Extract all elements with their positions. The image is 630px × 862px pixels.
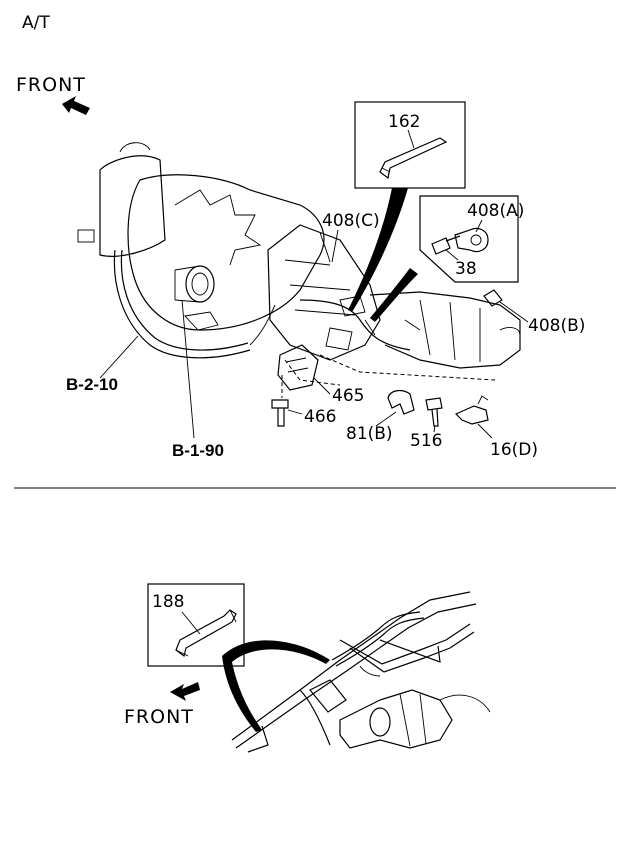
leader-16d [477, 423, 493, 439]
callout-408a: 408(A) [467, 201, 524, 221]
callout-465: 465 [332, 386, 364, 406]
callout-38: 38 [455, 259, 477, 279]
pointer-wedge-162 [348, 188, 408, 312]
clip-part-16d [454, 405, 489, 425]
callout-box-408a [370, 195, 519, 322]
callout-box-188 [147, 583, 245, 667]
tie-strap-part [379, 137, 448, 180]
callout-162: 162 [388, 112, 420, 132]
callout-188: 188 [152, 592, 184, 612]
reference-b-2-10: B-2-10 [66, 375, 118, 394]
leader-465 [313, 377, 331, 395]
bracket-part-188 [175, 609, 237, 658]
callout-408c: 408(C) [322, 211, 380, 231]
leader-516 [433, 425, 436, 433]
leader-38 [445, 249, 459, 261]
top-diagram: FRONT [16, 74, 585, 460]
clamp-part-408b [483, 289, 503, 307]
callout-16d: 16(D) [490, 440, 538, 460]
pointer-wedge-408a [370, 268, 418, 322]
callout-box-162 [348, 101, 466, 312]
reference-b-1-90: B-1-90 [172, 441, 224, 460]
front-direction-label: FRONT [16, 74, 86, 96]
front-arrow-icon [62, 96, 90, 115]
engine-assembly [77, 142, 521, 386]
leader-408a [475, 219, 483, 233]
clamp-part-408a [454, 227, 489, 253]
callout-81b: 81(B) [346, 424, 393, 444]
bottom-diagram: 188 FRONT [124, 583, 491, 753]
callout-516: 516 [410, 431, 442, 451]
leader-408b [499, 301, 529, 323]
front-direction-label-bottom: FRONT [124, 706, 194, 728]
callout-408b: 408(B) [528, 316, 585, 336]
leader-b-1-90 [181, 299, 195, 439]
callout-466: 466 [304, 407, 336, 427]
bolt-part-516 [425, 397, 443, 427]
bolt-part-466 [271, 399, 289, 427]
front-arrow-icon-bottom [170, 682, 200, 701]
leader-b-2-10 [99, 335, 139, 379]
section-code: A/T [22, 13, 50, 33]
leader-81b [375, 411, 397, 427]
leader-188 [181, 611, 201, 635]
chassis-frame [231, 591, 491, 753]
bracket-part-465 [277, 344, 319, 391]
bolt-part-38 [431, 235, 461, 255]
pointer-wedge-188 [222, 640, 330, 732]
leader-408c [331, 229, 339, 263]
leader-466 [287, 409, 303, 415]
clip-part-81b [387, 389, 415, 415]
